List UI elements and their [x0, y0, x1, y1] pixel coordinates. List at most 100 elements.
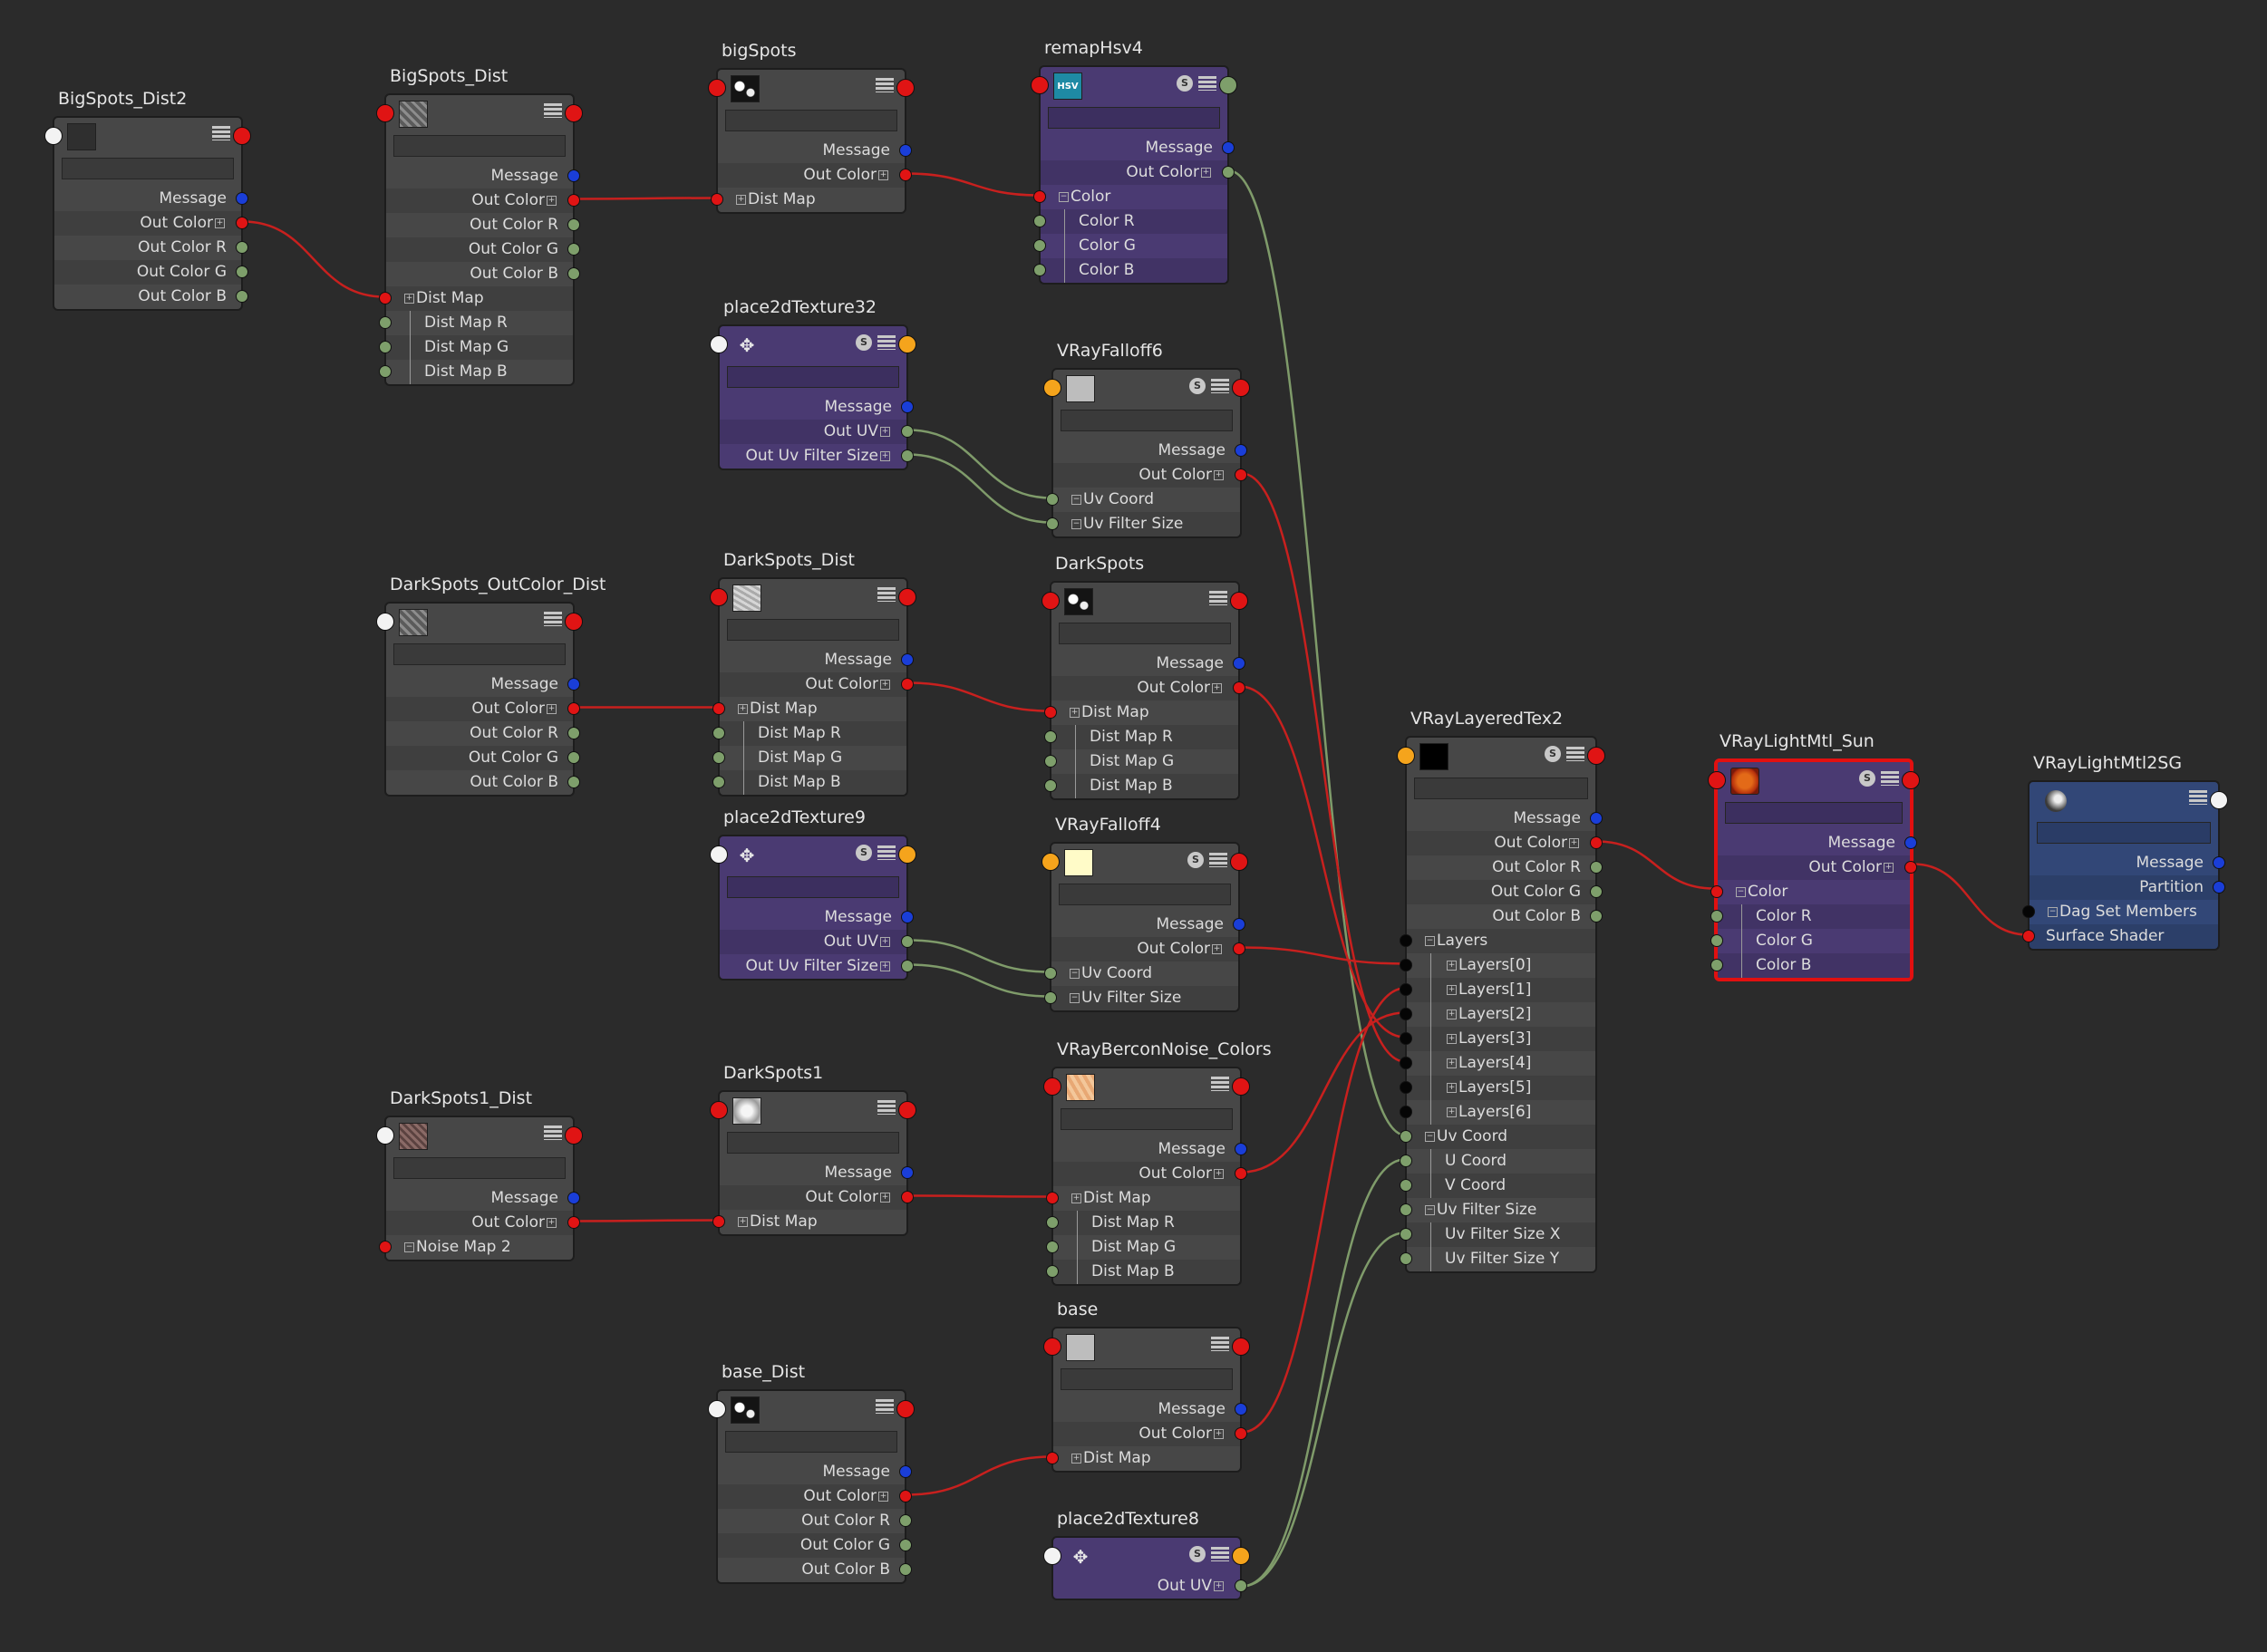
- expand-icon[interactable]: +: [880, 450, 890, 461]
- attr-layers-1[interactable]: +Layers[1]: [1400, 978, 1595, 1002]
- output-port[interactable]: [567, 751, 580, 764]
- attr-out-color[interactable]: Out Color+: [54, 211, 248, 236]
- expand-icon[interactable]: +: [738, 1216, 748, 1227]
- output-port[interactable]: [899, 1563, 912, 1576]
- attr-out-color[interactable]: Out Color+: [1053, 1162, 1247, 1186]
- connection-wire[interactable]: [242, 220, 385, 298]
- attr-message[interactable]: Message: [2030, 851, 2225, 875]
- node-name-field[interactable]: [727, 619, 899, 641]
- input-port[interactable]: [1400, 983, 1412, 996]
- attribute-list-icon[interactable]: [1881, 771, 1899, 786]
- attribute-list-icon[interactable]: [1211, 1547, 1229, 1561]
- expand-icon[interactable]: +: [1071, 1193, 1081, 1203]
- input-port[interactable]: [2022, 930, 2035, 942]
- node-input-port[interactable]: [1041, 853, 1060, 871]
- attr-uv-filter-size[interactable]: −Uv Filter Size: [1400, 1198, 1595, 1222]
- expand-icon[interactable]: −: [404, 1241, 414, 1252]
- input-port[interactable]: [1044, 730, 1057, 743]
- attr-out-color[interactable]: Out Color+: [1718, 855, 1917, 880]
- expand-icon[interactable]: +: [878, 1491, 888, 1502]
- attr-out-color[interactable]: Out Color+: [386, 1211, 580, 1235]
- expand-icon[interactable]: +: [880, 936, 890, 947]
- attr-uv-filter-size[interactable]: −Uv Filter Size: [1046, 512, 1240, 536]
- input-port[interactable]: [712, 702, 725, 715]
- attr-layers-3[interactable]: +Layers[3]: [1400, 1027, 1595, 1051]
- node-name-field[interactable]: [1048, 107, 1220, 129]
- connection-wire[interactable]: [1239, 946, 1406, 965]
- output-port[interactable]: [1590, 836, 1603, 849]
- expand-icon[interactable]: −: [2048, 906, 2058, 917]
- attr-out-color-r[interactable]: Out Color R: [1407, 855, 1603, 880]
- connection-wire[interactable]: [1596, 840, 1715, 890]
- output-port[interactable]: [1590, 885, 1603, 898]
- node-output-port[interactable]: [898, 588, 916, 606]
- connection-wire[interactable]: [907, 453, 1052, 524]
- node-output-port[interactable]: [898, 1101, 916, 1119]
- attr-out-uv-filter-size[interactable]: Out Uv Filter Size+: [720, 444, 914, 469]
- input-port[interactable]: [1046, 1452, 1059, 1464]
- attr-out-color-g[interactable]: Out Color G: [1407, 880, 1603, 904]
- attr-out-color[interactable]: Out Color+: [1051, 937, 1245, 961]
- connection-wire[interactable]: [907, 963, 1051, 998]
- output-port[interactable]: [236, 192, 248, 205]
- expand-icon[interactable]: +: [1569, 837, 1579, 848]
- attr-out-color-g[interactable]: Out Color G: [54, 260, 248, 285]
- connection-wire[interactable]: [907, 681, 1051, 712]
- output-port[interactable]: [1904, 836, 1917, 849]
- expand-icon[interactable]: +: [1447, 960, 1457, 971]
- attr-color[interactable]: −Color: [1710, 880, 1910, 904]
- output-port[interactable]: [1233, 942, 1245, 955]
- attr-out-color-b[interactable]: Out Color B: [718, 1558, 912, 1582]
- node-input-port[interactable]: [1708, 771, 1726, 789]
- expand-icon[interactable]: +: [1070, 707, 1080, 718]
- node-input-port[interactable]: [1397, 747, 1415, 765]
- input-port[interactable]: [1400, 1032, 1412, 1045]
- expand-icon[interactable]: −: [1425, 935, 1435, 946]
- output-port[interactable]: [1235, 1427, 1247, 1440]
- attr-dist-map-r[interactable]: Dist Map R: [1044, 725, 1238, 749]
- attribute-list-icon[interactable]: [2189, 790, 2207, 805]
- output-port[interactable]: [1590, 861, 1603, 874]
- output-port[interactable]: [901, 1166, 914, 1179]
- attr-out-color-r[interactable]: Out Color R: [386, 721, 580, 746]
- expand-icon[interactable]: +: [1201, 167, 1211, 178]
- attr-uv-filter-size-y[interactable]: Uv Filter Size Y: [1400, 1247, 1595, 1271]
- expand-icon[interactable]: −: [1071, 494, 1081, 505]
- attr-dist-map[interactable]: +Dist Map: [712, 697, 906, 721]
- attr-dist-map-b[interactable]: Dist Map B: [1046, 1260, 1240, 1284]
- attr-noise-map-2[interactable]: −Noise Map 2: [379, 1235, 573, 1260]
- expand-icon[interactable]: −: [1425, 1204, 1435, 1215]
- output-port[interactable]: [567, 243, 580, 256]
- swatch-toggle-icon[interactable]: S: [856, 334, 872, 351]
- attribute-list-icon[interactable]: [544, 1125, 562, 1140]
- input-port[interactable]: [1046, 1265, 1059, 1278]
- output-port[interactable]: [901, 401, 914, 413]
- attr-out-color[interactable]: Out Color+: [1053, 463, 1247, 488]
- output-port[interactable]: [1235, 1143, 1247, 1155]
- connection-wire[interactable]: [1241, 1158, 1406, 1588]
- attribute-list-icon[interactable]: [544, 103, 562, 118]
- output-port[interactable]: [1222, 141, 1235, 154]
- expand-icon[interactable]: +: [880, 426, 890, 437]
- input-port[interactable]: [1400, 1154, 1412, 1167]
- attr-message[interactable]: Message: [720, 395, 914, 420]
- output-port[interactable]: [899, 169, 912, 181]
- input-port[interactable]: [1400, 1057, 1412, 1069]
- input-port[interactable]: [1046, 517, 1059, 530]
- attr-uv-coord[interactable]: −Uv Coord: [1400, 1125, 1595, 1149]
- connection-wire[interactable]: [907, 429, 1052, 499]
- connection-wire[interactable]: [906, 1455, 1052, 1496]
- input-port[interactable]: [1033, 239, 1046, 252]
- output-port[interactable]: [567, 702, 580, 715]
- attr-message[interactable]: Message: [1051, 913, 1245, 937]
- attr-dist-map-r[interactable]: Dist Map R: [1046, 1211, 1240, 1235]
- attr-dist-map-g[interactable]: Dist Map G: [1046, 1235, 1240, 1260]
- expand-icon[interactable]: +: [880, 961, 890, 971]
- input-port[interactable]: [712, 751, 725, 764]
- expand-icon[interactable]: +: [1447, 1009, 1457, 1019]
- input-port[interactable]: [1033, 264, 1046, 276]
- output-port[interactable]: [1235, 1167, 1247, 1180]
